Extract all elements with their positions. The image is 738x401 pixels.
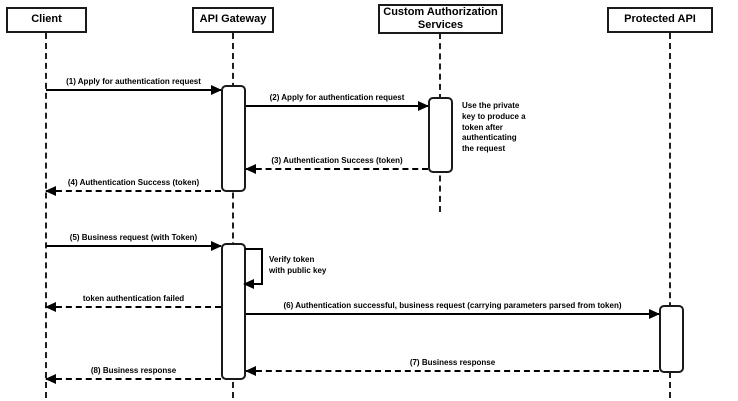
self-message-verify-token-label: Verify token with public key [269, 255, 327, 275]
arrowhead-right-icon [211, 85, 222, 95]
message-1-line [46, 89, 221, 91]
message-5-label: (5) Business request (with Token) [69, 233, 198, 242]
participant-client: Client [6, 7, 87, 33]
lifeline-client [45, 33, 47, 398]
participant-api-gateway-label: API Gateway [199, 13, 267, 26]
arrowhead-left-icon [245, 366, 256, 376]
message-4-label: (4) Authentication Success (token) [67, 178, 200, 187]
message-3-line [246, 168, 428, 170]
arrowhead-right-icon [211, 241, 222, 251]
message-6-label: (6) Authentication successful, business … [283, 301, 622, 310]
message-2-line [246, 105, 428, 107]
activation-custom-auth [428, 97, 453, 173]
arrowhead-left-icon [45, 302, 56, 312]
message-4-line [46, 190, 221, 192]
participant-custom-auth: Custom Authorization Services [378, 4, 503, 34]
lifeline-protected-api [669, 33, 671, 398]
participant-api-gateway: API Gateway [192, 7, 274, 33]
message-1-label: (1) Apply for authentication request [66, 77, 201, 86]
message-7-label: (7) Business response [409, 358, 496, 367]
arrowhead-left-icon [243, 279, 254, 289]
message-6-line [246, 313, 659, 315]
activation-protected-api [659, 305, 684, 373]
message-8-line [46, 378, 221, 380]
message-3-label: (3) Authentication Success (token) [271, 156, 403, 165]
arrowhead-left-icon [245, 164, 256, 174]
participant-client-label: Client [31, 13, 62, 26]
message-2-label: (2) Apply for authentication request [269, 93, 405, 102]
participant-protected-api: Protected API [607, 7, 713, 33]
arrowhead-right-icon [649, 309, 660, 319]
participant-custom-auth-label: Custom Authorization Services [383, 5, 498, 31]
arrowhead-left-icon [45, 186, 56, 196]
message-7-line [246, 370, 659, 372]
note-private-key: Use the private key to produce a token a… [462, 101, 526, 154]
activation-api-gateway-2 [221, 243, 246, 380]
lifeline-api-gateway [232, 33, 234, 398]
participant-protected-api-label: Protected API [624, 13, 696, 26]
message-8-label: (8) Business response [90, 366, 177, 375]
activation-api-gateway-1 [221, 85, 246, 192]
message-token-auth-failed-label: token authentication failed [82, 294, 185, 303]
arrowhead-right-icon [418, 101, 429, 111]
arrowhead-left-icon [45, 374, 56, 384]
message-token-auth-failed-line [46, 306, 221, 308]
self-message-verify-token [243, 248, 263, 289]
message-5-line [46, 245, 221, 247]
